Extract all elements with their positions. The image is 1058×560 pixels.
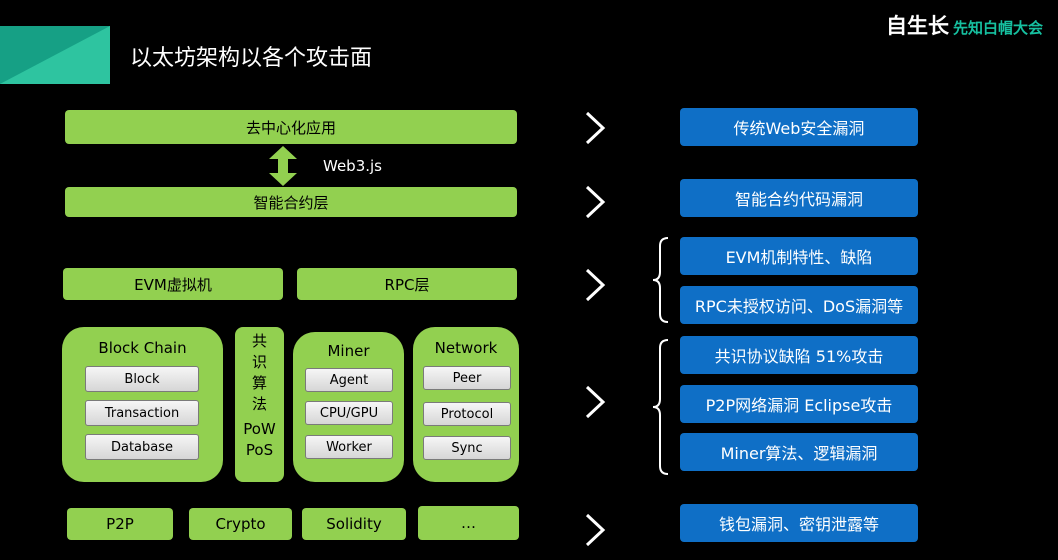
network-panel: Network Peer Protocol Sync [413, 327, 519, 482]
consensus-panel: 共 识 算 法 PoW PoS [235, 327, 284, 482]
attack-wallet-keys: 钱包漏洞、密钥泄露等 [680, 504, 918, 542]
bidirectional-arrow-icon [268, 146, 298, 190]
attack-p2p-eclipse: P2P网络漏洞 Eclipse攻击 [680, 385, 918, 423]
attack-miner-logic: Miner算法、逻辑漏洞 [680, 433, 918, 471]
worker-chip: Worker [305, 435, 393, 459]
block-chip: Block [85, 366, 199, 392]
network-title: Network [434, 339, 498, 357]
chevron-right-icon [585, 268, 606, 302]
database-chip: Database [85, 434, 199, 460]
blockchain-title: Block Chain [98, 339, 187, 357]
transaction-chip: Transaction [85, 400, 199, 426]
page-title: 以太坊架构以各个攻击面 [130, 46, 373, 71]
web3-label: Web3.js [323, 157, 382, 175]
more-box: … [418, 506, 519, 540]
contract-layer: 智能合约层 [65, 187, 517, 217]
crypto-box: Crypto [189, 508, 292, 540]
miner-panel: Miner Agent CPU/GPU Worker [293, 332, 404, 482]
solidity-box: Solidity [302, 508, 406, 540]
title-accent-shape [0, 26, 110, 84]
consensus-line-5: PoW [243, 420, 276, 438]
chevron-right-icon [585, 185, 606, 219]
blockchain-panel: Block Chain Block Transaction Database [62, 327, 223, 482]
consensus-line-3: 算 [251, 374, 267, 392]
attack-contract-vulns: 智能合约代码漏洞 [680, 179, 918, 217]
consensus-line-1: 共 [251, 332, 267, 350]
left-brace-icon [652, 237, 669, 323]
attack-rpc-unauth: RPC未授权访问、DoS漏洞等 [680, 286, 918, 324]
chevron-right-icon [585, 385, 606, 419]
protocol-chip: Protocol [423, 402, 511, 426]
miner-title: Miner [327, 342, 370, 360]
chevron-right-icon [585, 513, 606, 547]
left-brace-icon [652, 339, 669, 475]
rpc-layer: RPC层 [297, 268, 517, 300]
consensus-line-2: 识 [251, 353, 267, 371]
p2p-box: P2P [67, 508, 173, 540]
agent-chip: Agent [305, 368, 393, 392]
consensus-line-4: 法 [251, 395, 267, 413]
chevron-right-icon [585, 111, 606, 145]
consensus-line-6: PoS [245, 441, 274, 459]
brand-logo-sub: 先知白帽大会 [953, 19, 1044, 37]
evm-layer: EVM虚拟机 [63, 268, 283, 300]
cpu-gpu-chip: CPU/GPU [305, 401, 393, 425]
peer-chip: Peer [423, 366, 511, 390]
brand-logo-main: 自生长 [886, 14, 949, 38]
attack-consensus-51: 共识协议缺陷 51%攻击 [680, 336, 918, 374]
sync-chip: Sync [423, 436, 511, 460]
attack-evm-flaws: EVM机制特性、缺陷 [680, 237, 918, 275]
attack-web-vulns: 传统Web安全漏洞 [680, 108, 918, 146]
dapp-layer: 去中心化应用 [65, 110, 517, 144]
brand-logo: 自生长 先知白帽大会 [886, 10, 1043, 40]
